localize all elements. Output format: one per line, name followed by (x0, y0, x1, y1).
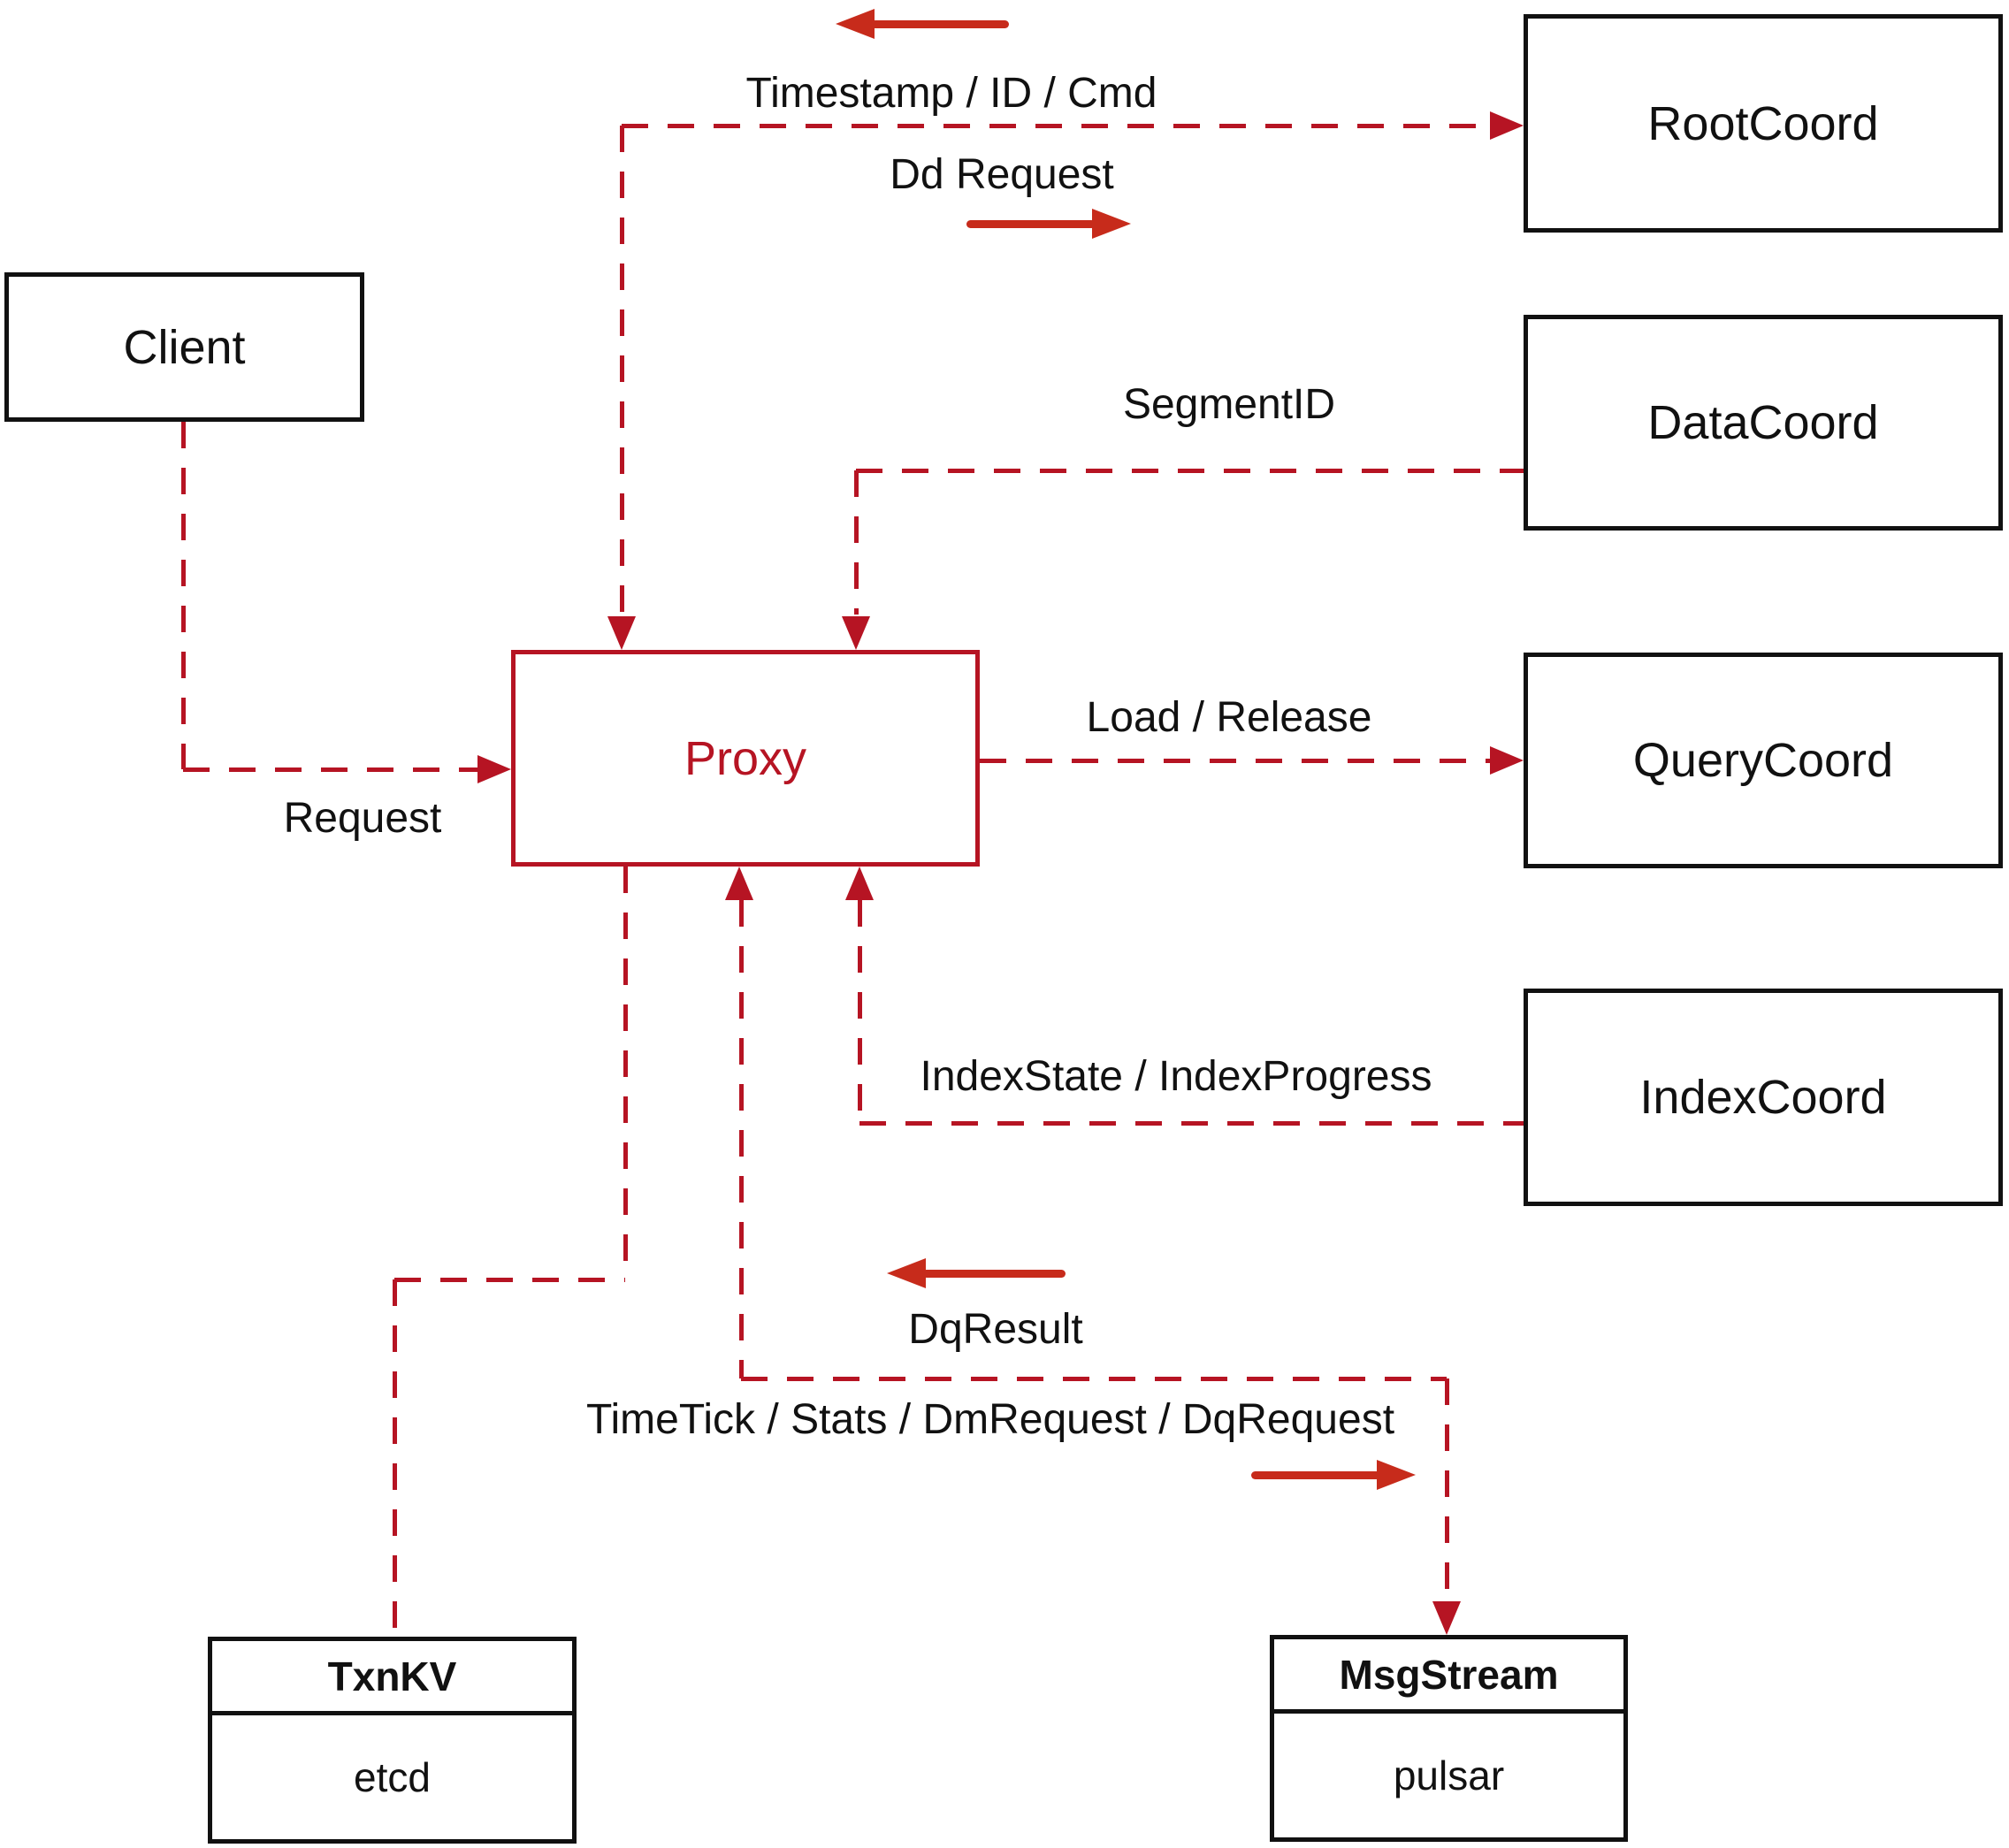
edge-proxy-txnkv-vertical-2 (393, 1279, 397, 1637)
node-datacoord-label: DataCoord (1647, 396, 1879, 449)
node-msgstream-subtitle: pulsar (1393, 1753, 1505, 1798)
arrowhead-into-msgstream-icon (1432, 1601, 1461, 1635)
edge-proxy-txnkv-horizontal (394, 1278, 625, 1282)
edge-proxy-rootcoord-horizontal (622, 124, 1490, 128)
arrowhead-into-proxy-bottom-right-icon (845, 867, 874, 900)
arrowhead-into-proxy-left-icon (477, 755, 511, 783)
node-txnkv-title: TxnKV (212, 1641, 572, 1715)
node-indexcoord-label: IndexCoord (1639, 1071, 1887, 1124)
node-txnkv: TxnKV etcd (208, 1637, 577, 1844)
edge-proxy-msgstream-horizontal (741, 1377, 1447, 1381)
edge-proxy-msgstream-vertical-2 (1445, 1378, 1449, 1601)
node-client: Client (4, 272, 364, 422)
node-rootcoord: RootCoord (1524, 14, 2003, 233)
flow-arrow-left-dqresult-icon (887, 1258, 1066, 1288)
edge-proxy-msgstream-vertical-1 (739, 900, 744, 1378)
node-querycoord-label: QueryCoord (1632, 734, 1894, 787)
edge-client-proxy-horizontal (183, 767, 479, 772)
node-rootcoord-label: RootCoord (1647, 96, 1879, 150)
node-proxy-label: Proxy (684, 731, 807, 785)
arrowhead-into-querycoord-icon (1490, 746, 1524, 775)
edge-client-proxy-vertical (181, 422, 186, 769)
node-txnkv-subtitle: etcd (354, 1754, 431, 1800)
edge-proxy-querycoord-horizontal (980, 759, 1490, 763)
edge-datacoord-proxy-vertical (854, 470, 859, 615)
arrowhead-into-proxy-bottom-left-icon (725, 867, 753, 900)
node-client-label: Client (123, 320, 246, 374)
edge-label-indexstate-indexprogress: IndexState / IndexProgress (920, 1053, 1432, 1100)
arrowhead-into-rootcoord-icon (1490, 111, 1524, 140)
edge-label-timestamp-id-cmd: Timestamp / ID / Cmd (745, 70, 1157, 117)
node-proxy: Proxy (511, 650, 980, 867)
edge-proxy-txnkv-vertical-1 (623, 867, 628, 1279)
edge-label-dqresult: DqResult (908, 1306, 1083, 1353)
node-indexcoord: IndexCoord (1524, 989, 2003, 1206)
flow-arrow-right-timetick-icon (1251, 1460, 1416, 1490)
edge-label-timetick-stats-dmrequest-dqrequest: TimeTick / Stats / DmRequest / DqRequest (585, 1396, 1395, 1443)
node-msgstream: MsgStream pulsar (1270, 1635, 1628, 1842)
edge-indexcoord-proxy-horizontal (859, 1121, 1524, 1126)
node-datacoord: DataCoord (1524, 315, 2003, 531)
edge-proxy-rootcoord-vertical (620, 126, 624, 616)
arrowhead-into-proxy-top-left-icon (607, 616, 636, 650)
flow-arrow-left-timestamp-icon (836, 9, 1009, 39)
node-msgstream-title: MsgStream (1274, 1639, 1623, 1714)
arrowhead-into-proxy-top-right-icon (842, 616, 870, 650)
edge-datacoord-proxy-horizontal (856, 469, 1524, 473)
flow-arrow-right-dd-request-icon (966, 209, 1131, 239)
edge-label-segment-id: SegmentID (1122, 381, 1336, 428)
edge-label-load-release: Load / Release (1086, 694, 1372, 741)
edge-label-request: Request (283, 795, 442, 842)
edge-label-dd-request: Dd Request (890, 151, 1114, 198)
edge-indexcoord-proxy-vertical (858, 900, 862, 1121)
node-querycoord: QueryCoord (1524, 653, 2003, 868)
